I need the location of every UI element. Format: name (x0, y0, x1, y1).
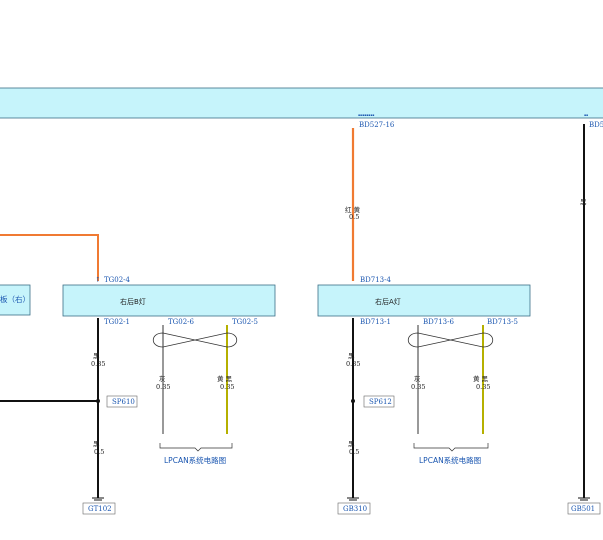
module-left-pin-bottom: TG02-1 (104, 318, 130, 326)
wire-color-label: 黄 黑 (473, 374, 489, 383)
wire-gauge-label: 0.5 (94, 448, 104, 456)
module-right-pin-bottom: BD713-1 (360, 318, 391, 326)
bracket-right (413, 443, 489, 452)
module-right-name: 右后A灯 (375, 297, 401, 306)
module-right-pin-can-l: BD713-6 (423, 318, 454, 326)
splice-dot-left (96, 399, 100, 403)
wire-gauge-label: 0.35 (476, 383, 490, 391)
wire-color-label: 红 黄 (345, 205, 361, 214)
wire-color-label: 黑 (93, 352, 100, 360)
bus-pin-a-tiny: ▪▪▪▪▪▪▪▪ (358, 113, 374, 117)
splice-dot-right (351, 399, 355, 403)
splice-label-right: SP612 (369, 398, 392, 406)
orange-wire-left (0, 234, 99, 281)
module-right-pin-can-h: BD713-5 (487, 318, 518, 326)
wire-gauge-label: 0.35 (156, 383, 170, 391)
bus-pin-b: BD5 (589, 121, 603, 129)
bus-pin-a: BD527-16 (359, 121, 395, 129)
ground-label-left: GT102 (88, 505, 112, 513)
module-left-pin-top: TG02-4 (104, 276, 131, 284)
wire-color-label: 黑 (93, 440, 100, 448)
module-left-name: 右后B灯 (120, 297, 146, 306)
wire-color-label: 灰 (414, 374, 421, 383)
twist-symbol-left (152, 332, 238, 348)
wire-color-label: 灰 (159, 374, 166, 383)
module-right-rear-b-lamp (62, 284, 276, 317)
top-bus-module (0, 87, 603, 119)
wire-color-label: 黄 黑 (217, 374, 233, 383)
wire-gauge-label: 0.35 (91, 360, 105, 368)
ground-box-right (567, 502, 601, 515)
wire-color-label: 黑 (580, 198, 587, 206)
wire-color-label: 黑 (348, 352, 355, 360)
wire-gauge-label: 0.35 (411, 383, 425, 391)
splice-box-left (106, 395, 138, 408)
wire-gauge-label: 0.5 (349, 213, 359, 221)
arrow-up-icon: ↑ (95, 276, 101, 284)
left-partial-module-label: 板（右） (0, 294, 30, 304)
ground-label-right: GB501 (571, 505, 595, 513)
wire-gauge-label: 0.35 (220, 383, 234, 391)
ground-box-mid (337, 502, 371, 515)
can-ref-left[interactable]: LPCAN系统电路图 (164, 455, 226, 465)
splice-box-right (363, 395, 395, 408)
ground-box-left (82, 502, 116, 515)
ground-label-mid: GB310 (343, 505, 367, 513)
module-right-pin-top: BD713-4 (360, 276, 391, 284)
wire-gauge-label: 0.35 (346, 360, 360, 368)
module-right-rear-a-lamp (317, 284, 531, 317)
wire-gauge-label: 0.5 (349, 448, 359, 456)
bracket-left (159, 443, 233, 452)
wire-color-label: 黑 (348, 440, 355, 448)
bus-pin-b-tiny: ▪▪ (584, 113, 588, 117)
module-left-pin-can-l: TG02-6 (168, 318, 195, 326)
twist-symbol-right (407, 332, 494, 348)
can-ref-right[interactable]: LPCAN系统电路图 (419, 455, 481, 465)
module-left-pin-can-h: TG02-5 (232, 318, 258, 326)
splice-label-left: SP610 (112, 398, 135, 406)
left-partial-module (0, 284, 31, 316)
